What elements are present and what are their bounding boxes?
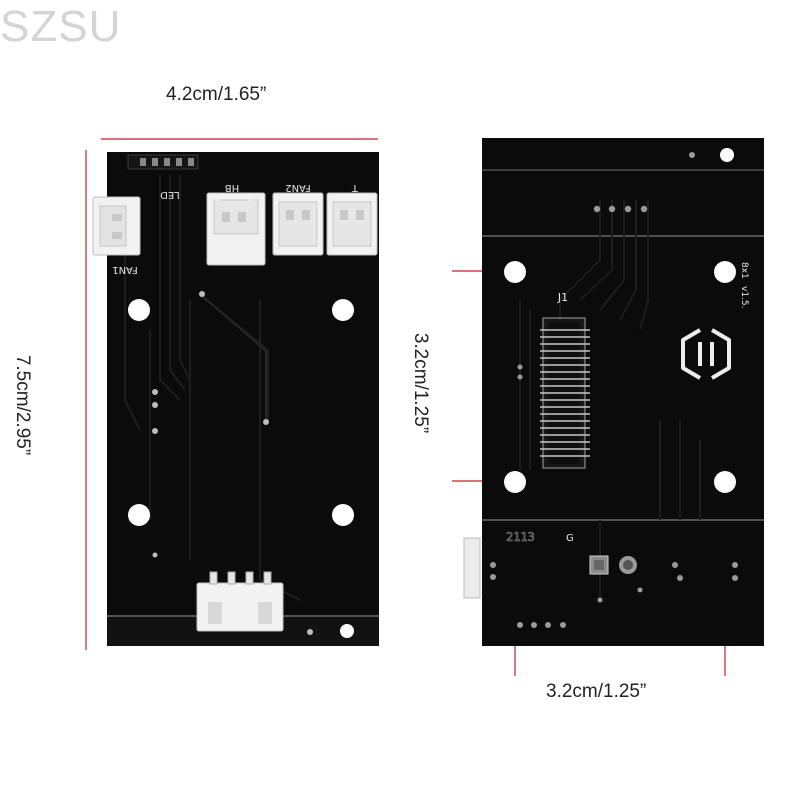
left-pcb-board: LED HB FAN2 T FAN1 + − (92, 152, 379, 646)
fan1-label: FAN1 (112, 264, 138, 275)
left-mounting-holes (128, 299, 354, 638)
width-dimension-label: 4.2cm/1.65” (166, 84, 267, 105)
hexagon-logo (681, 328, 731, 380)
version-label-a: 8x1 (739, 262, 749, 279)
digits-label: 2113 (506, 530, 535, 544)
right-vias (490, 152, 738, 628)
right-pcb-board: J1 8x1 v1.5. 2113 G (463, 138, 764, 646)
fan1-connector (92, 196, 141, 256)
minus-label: − (247, 194, 255, 205)
bottom-4pin-connector (196, 571, 284, 632)
right-components (463, 537, 637, 599)
version-label-b: v1.5. (739, 286, 749, 309)
left-vias (152, 291, 313, 635)
j1-fpc-connector (540, 317, 590, 469)
led-header (127, 154, 199, 170)
hole-horizontal-dimension-label: 3.2cm/1.25” (546, 681, 647, 702)
led-label: LED (160, 189, 180, 200)
watermark: SZSU (0, 2, 122, 51)
fan2-connector (272, 192, 324, 256)
left-traces (124, 175, 301, 601)
j1-label: J1 (557, 291, 568, 304)
t-label: T (351, 182, 359, 193)
right-mounting-holes (504, 148, 736, 493)
plus-label: + (213, 194, 221, 205)
right-traces (519, 200, 701, 600)
fan2-label: FAN2 (285, 182, 311, 193)
t-connector (326, 192, 378, 256)
right-top-header (593, 205, 648, 213)
g-label: G (566, 533, 574, 544)
hb-label: HB (225, 182, 240, 193)
hb-connector (206, 192, 266, 266)
